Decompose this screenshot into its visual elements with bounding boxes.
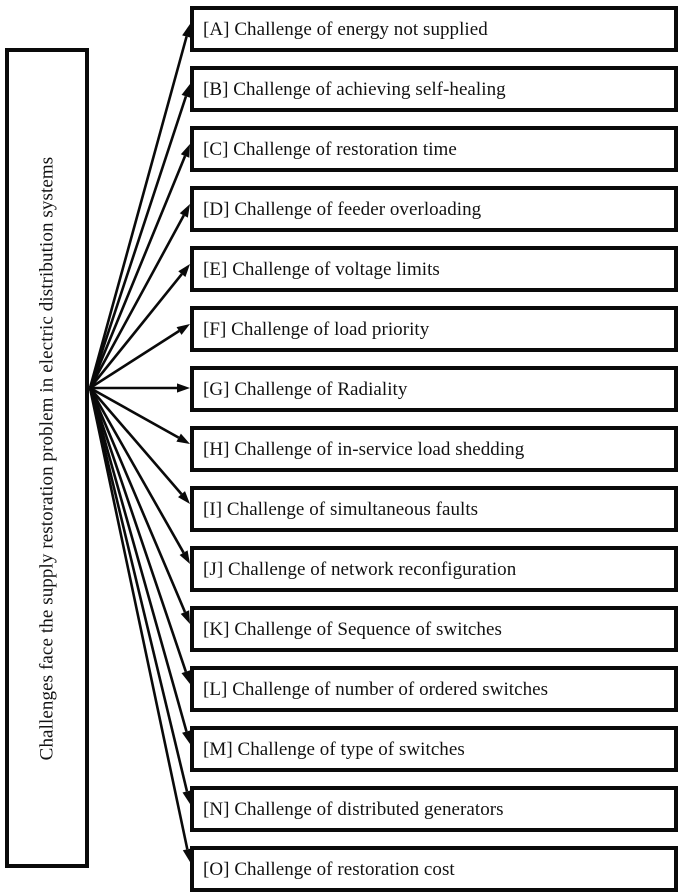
- root-node-box[interactable]: Challenges face the supply restoration p…: [5, 48, 89, 868]
- challenge-box-c[interactable]: [C] Challenge of restoration time: [190, 126, 678, 172]
- arrow-line-b: [88, 95, 188, 389]
- challenge-label-j: [J] Challenge of network reconfiguration: [203, 558, 517, 580]
- arrow-line-i: [89, 387, 183, 495]
- challenge-box-a[interactable]: [A] Challenge of energy not supplied: [190, 6, 678, 52]
- arrow-line-h: [89, 386, 180, 439]
- arrow-line-c: [88, 155, 187, 389]
- challenge-box-i[interactable]: [I] Challenge of simultaneous faults: [190, 486, 678, 532]
- challenge-label-g: [G] Challenge of Radiality: [203, 378, 408, 400]
- arrow-line-l: [88, 387, 188, 673]
- challenge-label-o: [O] Challenge of restoration cost: [203, 858, 455, 880]
- challenge-box-l[interactable]: [L] Challenge of number of ordered switc…: [190, 666, 678, 712]
- challenge-box-g[interactable]: [G] Challenge of Radiality: [190, 366, 678, 412]
- challenge-label-e: [E] Challenge of voltage limits: [203, 258, 440, 280]
- challenge-box-e[interactable]: [E] Challenge of voltage limits: [190, 246, 678, 292]
- challenge-box-m[interactable]: [M] Challenge of type of switches: [190, 726, 678, 772]
- root-node-label: Challenges face the supply restoration p…: [36, 156, 58, 760]
- challenge-box-j[interactable]: [J] Challenge of network reconfiguration: [190, 546, 678, 592]
- challenge-label-l: [L] Challenge of number of ordered switc…: [203, 678, 549, 700]
- arrow-line-d: [88, 214, 185, 389]
- challenge-label-d: [D] Challenge of feeder overloading: [203, 198, 482, 220]
- challenge-label-n: [N] Challenge of distributed generators: [203, 798, 504, 820]
- arrow-line-m: [88, 387, 188, 732]
- arrow-head-k: [180, 610, 190, 624]
- arrow-line-f: [89, 329, 180, 390]
- arrow-head-e: [178, 264, 190, 278]
- arrow-head-c: [180, 144, 190, 158]
- challenge-box-k[interactable]: [K] Challenge of Sequence of switches: [190, 606, 678, 652]
- challenge-label-a: [A] Challenge of energy not supplied: [203, 18, 488, 40]
- challenge-box-b[interactable]: [B] Challenge of achieving self-healing: [190, 66, 678, 112]
- challenge-label-m: [M] Challenge of type of switches: [203, 738, 465, 760]
- arrow-head-g: [177, 383, 190, 393]
- arrow-head-j: [179, 550, 190, 564]
- arrow-line-o: [88, 387, 189, 850]
- challenge-box-o[interactable]: [O] Challenge of restoration cost: [190, 846, 678, 892]
- arrow-head-d: [179, 204, 190, 218]
- challenge-label-f: [F] Challenge of load priority: [203, 318, 430, 340]
- arrow-head-h: [176, 433, 190, 444]
- arrow-head-l: [181, 670, 191, 684]
- arrow-line-j: [88, 387, 185, 554]
- arrow-line-a: [88, 36, 188, 389]
- challenge-box-d[interactable]: [D] Challenge of feeder overloading: [190, 186, 678, 232]
- challenge-label-c: [C] Challenge of restoration time: [203, 138, 457, 160]
- challenge-box-n[interactable]: [N] Challenge of distributed generators: [190, 786, 678, 832]
- challenge-box-h[interactable]: [H] Challenge of in-service load sheddin…: [190, 426, 678, 472]
- arrow-head-f: [176, 324, 190, 335]
- arrow-head-i: [178, 491, 190, 504]
- arrow-line-k: [88, 387, 187, 613]
- arrow-line-n: [88, 387, 189, 792]
- arrow-line-e: [88, 273, 183, 389]
- challenge-label-b: [B] Challenge of achieving self-healing: [203, 78, 506, 100]
- challenge-label-k: [K] Challenge of Sequence of switches: [203, 618, 502, 640]
- challenge-box-f[interactable]: [F] Challenge of load priority: [190, 306, 678, 352]
- challenge-label-h: [H] Challenge of in-service load sheddin…: [203, 438, 525, 460]
- arrow-head-b: [181, 84, 191, 98]
- challenge-label-i: [I] Challenge of simultaneous faults: [203, 498, 479, 520]
